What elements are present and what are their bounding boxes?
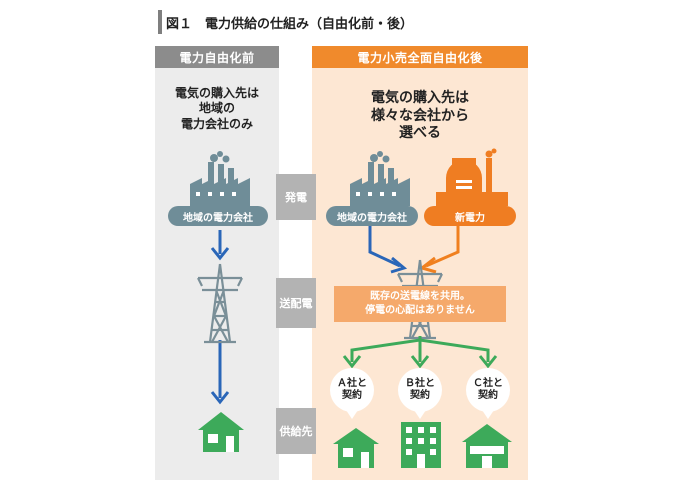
note-line2: 停電の心配はありません <box>365 305 475 316</box>
contract-c-line2: 契約 <box>478 390 498 401</box>
contract-b-line1: Ｂ社と <box>405 378 435 389</box>
arrows-before <box>210 230 230 405</box>
house-icon <box>198 412 244 452</box>
note-line1: 既存の送電線を共用。 <box>370 290 470 302</box>
transmission-tower-icon <box>197 263 243 344</box>
contract-a-line1: Ａ社と <box>337 378 367 389</box>
contract-c-line1: Ｃ社と <box>473 378 503 389</box>
subtitle-before: 電気の購入先は 地域の 電力会社のみ <box>155 86 279 132</box>
subtitle-before-line3: 電力会社のみ <box>180 116 253 131</box>
stage-label-generation: 発電 <box>276 174 316 220</box>
house-icon <box>333 428 379 468</box>
distribution-arrows <box>342 336 498 369</box>
figure-title: 図１ 電力供給の仕組み（自由化前・後） <box>166 16 414 32</box>
stage-label-transmission: 送配電 <box>276 278 316 328</box>
apartment-icon <box>401 422 441 468</box>
column-before <box>155 46 279 480</box>
plant-label-new: 新電力 <box>424 206 516 226</box>
subtitle-after: 電気の購入先は 様々な会社から 選べる <box>312 90 528 143</box>
stage-label-supply: 供給先 <box>276 408 316 454</box>
contract-bubble-b: Ｂ社と 契約 <box>398 368 442 419</box>
subtitle-after-line1: 電気の購入先は <box>371 90 469 106</box>
plant-label-regional-before: 地域の電力会社 <box>168 206 268 226</box>
shared-grid-note: 既存の送電線を共用。 停電の心配はありません <box>334 286 506 322</box>
factory-icon <box>350 151 410 206</box>
contract-a-line2: 契約 <box>342 390 362 401</box>
subtitle-after-line2: 様々な会社から <box>371 107 469 124</box>
header-before: 電力自由化前 <box>155 46 279 68</box>
plant-label-regional-after: 地域の電力会社 <box>326 206 418 226</box>
shop-icon <box>462 424 512 468</box>
title-bar <box>158 10 162 34</box>
header-after: 電力小売全面自由化後 <box>312 46 528 68</box>
contract-bubble-a: Ａ社と 契約 <box>330 368 374 419</box>
subtitle-after-line3: 選べる <box>399 125 441 141</box>
contract-bubble-c: Ｃ社と 契約 <box>466 368 510 419</box>
factory-icon <box>190 151 250 206</box>
subtitle-before-line2: 地域の <box>198 101 235 116</box>
nuclear-plant-icon <box>436 148 508 206</box>
contract-b-line2: 契約 <box>410 390 430 401</box>
subtitle-before-line1: 電気の購入先は <box>174 86 259 100</box>
